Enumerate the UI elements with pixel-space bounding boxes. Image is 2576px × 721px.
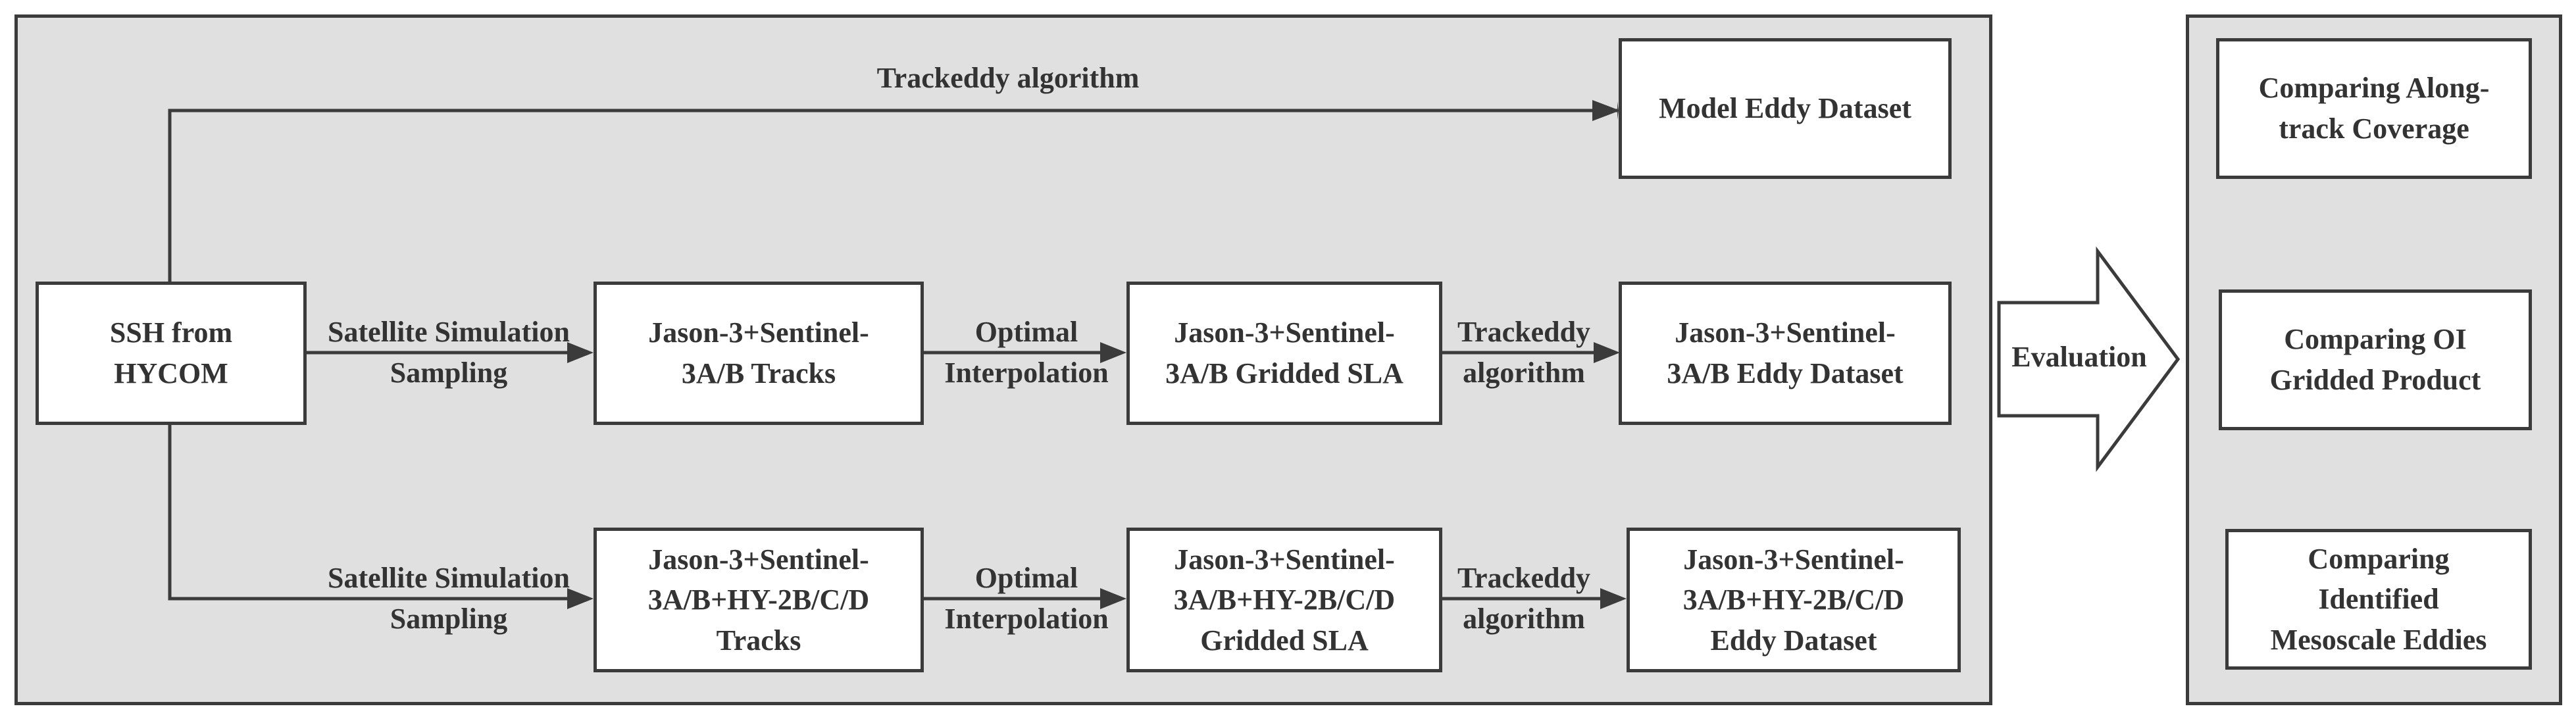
- node-compare-gridded: Comparing OI Gridded Product: [2219, 289, 2532, 430]
- node-model-eddy-dataset: Model Eddy Dataset: [1619, 38, 1952, 179]
- label-mid-oi: Optimal Interpolation: [944, 316, 1109, 389]
- label-mid-trackeddy: Trackeddy algorithm: [1457, 316, 1591, 389]
- node-compare-eddies: Comparing Identified Mesoscale Eddies: [2225, 529, 2532, 670]
- node-compare-coverage: Comparing Along- track Coverage: [2216, 38, 2532, 179]
- node-gridded-j3-s3: Jason-3+Sentinel- 3A/B Gridded SLA: [1126, 282, 1442, 425]
- edge-bot-sampling: [168, 425, 578, 601]
- node-gridded-all: Jason-3+Sentinel- 3A/B+HY-2B/C/D Gridded…: [1126, 528, 1442, 672]
- arrowhead-bot-oi: [1100, 588, 1126, 609]
- arrowhead-mid-sampling: [567, 342, 593, 363]
- label-bot-sampling: Satellite Simulation Sampling: [328, 562, 570, 635]
- node-ssh-hycom: SSH from HYCOM: [36, 282, 307, 425]
- label-top-trackeddy: Trackeddy algorithm: [876, 62, 1140, 94]
- evaluation-arrow: [1997, 246, 2181, 472]
- label-bot-oi: Optimal Interpolation: [944, 562, 1109, 635]
- arrowhead-top: [1592, 100, 1620, 121]
- edge-top-trackeddy: [168, 109, 1617, 282]
- arrowhead-mid-trackeddy: [1594, 342, 1620, 363]
- label-evaluation: Evaluation: [2011, 341, 2147, 373]
- arrowhead-bot-trackeddy: [1600, 588, 1627, 609]
- node-eddy-j3-s3: Jason-3+Sentinel- 3A/B Eddy Dataset: [1619, 282, 1952, 425]
- label-mid-sampling: Satellite Simulation Sampling: [328, 316, 570, 389]
- arrowhead-bot-sampling: [567, 588, 593, 609]
- label-bot-trackeddy: Trackeddy algorithm: [1457, 562, 1591, 635]
- node-eddy-all: Jason-3+Sentinel- 3A/B+HY-2B/C/D Eddy Da…: [1627, 528, 1961, 672]
- node-tracks-all: Jason-3+Sentinel- 3A/B+HY-2B/C/D Tracks: [593, 528, 924, 672]
- node-tracks-j3-s3: Jason-3+Sentinel- 3A/B Tracks: [593, 282, 924, 425]
- arrowhead-mid-oi: [1100, 342, 1126, 363]
